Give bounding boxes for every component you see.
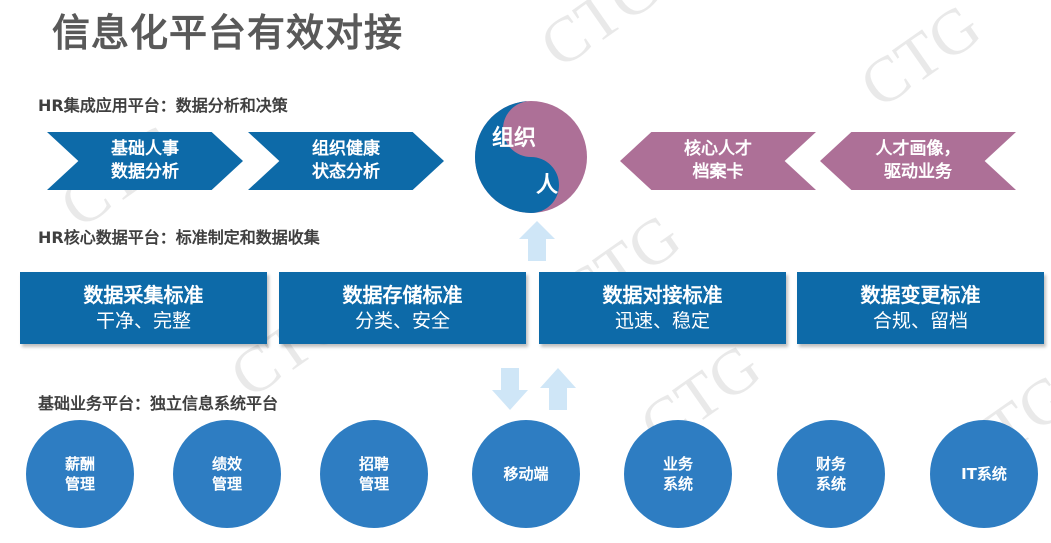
chevron-basic-hr-analysis: 基础人事 数据分析: [47, 132, 243, 190]
system-circle-business: 业务 系统: [624, 420, 732, 528]
standard-subtitle: 迅速、稳定: [614, 310, 710, 332]
chevron-line: 人才画像，: [875, 139, 961, 159]
standard-box-integration: 数据对接标准 迅速、稳定: [539, 272, 786, 344]
chevron-line: 数据分析: [111, 162, 179, 182]
arrow-up-icon: [540, 368, 576, 410]
circle-line: IT系统: [961, 465, 1007, 483]
arrow-down-icon: [492, 368, 528, 410]
circle-line: 移动端: [503, 465, 549, 483]
standard-box-storage: 数据存储标准 分类、安全: [279, 272, 526, 344]
system-circle-finance: 财务 系统: [777, 420, 885, 528]
app-platform-label: HR集成应用平台：数据分析和决策: [38, 96, 288, 115]
base-platform-label: 基础业务平台：独立信息系统平台: [38, 394, 279, 413]
circle-line: 绩效: [211, 455, 242, 473]
arrow-up-icon: [519, 221, 555, 261]
org-people-yinyang-icon: [475, 101, 587, 213]
yinyang-bottom-label: 人: [536, 173, 559, 198]
page-title: 信息化平台有效对接: [52, 11, 404, 55]
circle-line: 系统: [662, 475, 693, 493]
system-circle-it: IT系统: [930, 420, 1038, 528]
standard-title: 数据对接标准: [602, 283, 723, 307]
standard-box-change: 数据变更标准 合规、留档: [797, 272, 1044, 344]
system-circle-recruitment: 招聘 管理: [320, 420, 428, 528]
watermark-text: CTG: [527, 0, 673, 81]
standard-box-collection: 数据采集标准 干净、完整: [20, 272, 267, 344]
system-circle-performance: 绩效 管理: [173, 420, 281, 528]
standard-subtitle: 合规、留档: [872, 310, 968, 332]
standard-subtitle: 干净、完整: [95, 310, 191, 332]
circle-line: 管理: [358, 475, 389, 493]
standard-subtitle: 分类、安全: [354, 310, 450, 332]
chevron-line: 档案卡: [692, 162, 744, 182]
chevron-line: 状态分析: [312, 162, 380, 182]
core-platform-label: HR核心数据平台：标准制定和数据收集: [38, 228, 320, 247]
circle-line: 业务: [662, 455, 693, 473]
watermark-text: CTG: [847, 0, 993, 121]
system-circle-payroll: 薪酬 管理: [26, 420, 134, 528]
circle-line: 招聘: [358, 455, 389, 473]
circle-line: 系统: [815, 475, 846, 493]
circle-line: 财务: [815, 455, 846, 473]
system-circle-mobile: 移动端: [472, 420, 580, 528]
chevron-core-talent-card: 核心人才 档案卡: [620, 132, 816, 190]
chevron-talent-portrait: 人才画像， 驱动业务: [820, 132, 1016, 190]
standard-title: 数据采集标准: [83, 283, 204, 307]
circle-line: 薪酬: [64, 455, 95, 473]
circle-line: 管理: [64, 475, 95, 493]
chevron-org-health-analysis: 组织健康 状态分析: [248, 132, 444, 190]
chevron-line: 核心人才: [684, 139, 752, 159]
circle-line: 管理: [211, 475, 242, 493]
chevron-line: 驱动业务: [884, 162, 952, 182]
standard-title: 数据变更标准: [860, 283, 981, 307]
yinyang-top-label: 组织: [492, 126, 537, 151]
chevron-line: 组织健康: [312, 139, 380, 159]
chevron-line: 基础人事: [111, 139, 179, 159]
standard-title: 数据存储标准: [342, 283, 463, 307]
